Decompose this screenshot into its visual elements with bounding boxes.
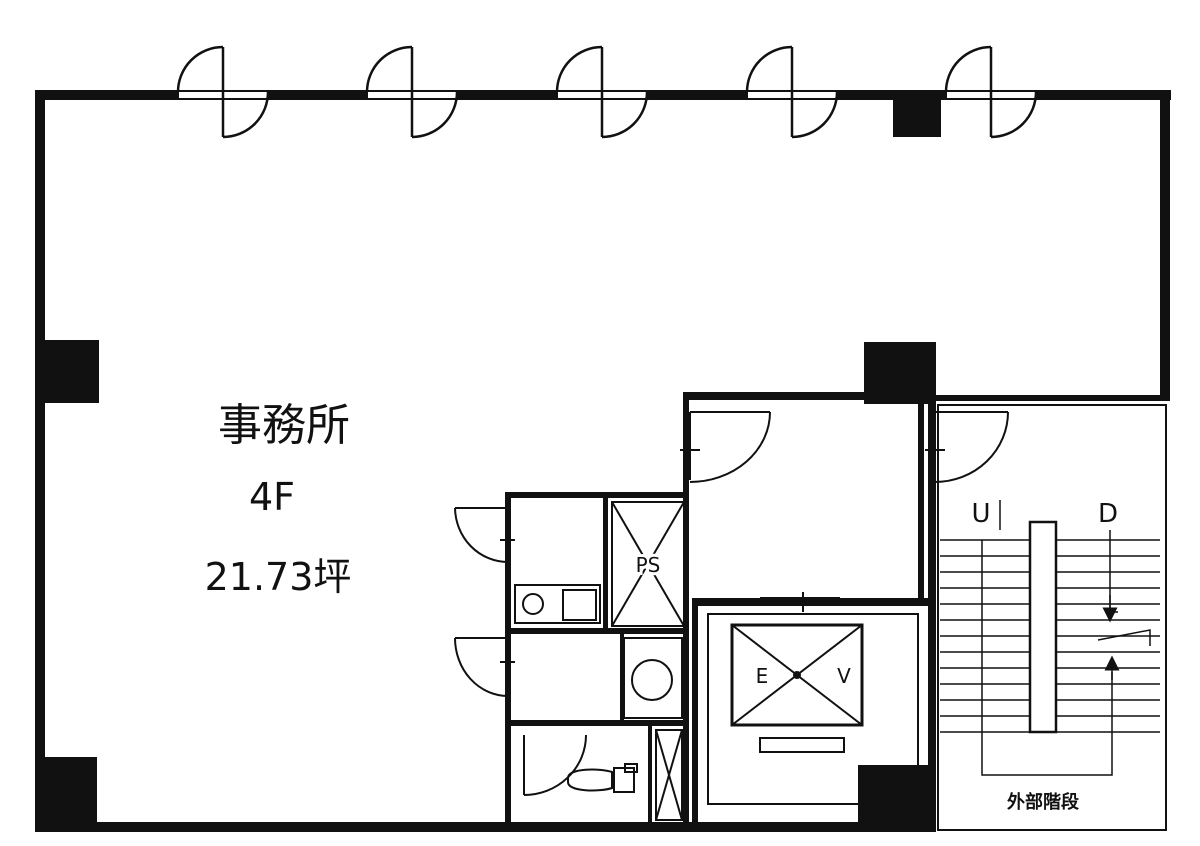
elevator-label-e: E bbox=[756, 664, 769, 688]
room-name: 事務所 bbox=[218, 400, 350, 451]
stove bbox=[514, 584, 601, 624]
column-bottom-left bbox=[37, 757, 97, 832]
stair-center-rail bbox=[1028, 520, 1058, 734]
burner-icon bbox=[522, 593, 544, 615]
door-stairs bbox=[925, 411, 1009, 483]
door-top-4 bbox=[745, 45, 839, 139]
toilet-fixture bbox=[567, 763, 638, 793]
door-room-a bbox=[680, 411, 771, 483]
kitchen-fixtures bbox=[514, 584, 683, 719]
area-label: 21.73坪 bbox=[205, 555, 352, 599]
stair-up-label: U bbox=[971, 499, 990, 529]
sink bbox=[562, 589, 597, 621]
external-stairs-label: 外部階段 bbox=[1007, 791, 1080, 813]
external-stairs bbox=[937, 404, 1167, 831]
elevator bbox=[707, 613, 919, 805]
floor-label: 4F bbox=[249, 475, 295, 519]
door-ev-hall bbox=[760, 592, 840, 612]
pipe-space-label: PS bbox=[636, 553, 661, 577]
inner-doors bbox=[454, 411, 1009, 796]
door-top-1 bbox=[176, 45, 270, 139]
column-top-right bbox=[893, 92, 941, 137]
columns bbox=[37, 92, 941, 832]
washbasin-counter bbox=[623, 637, 683, 719]
door-top-2 bbox=[365, 45, 459, 139]
door-top-3 bbox=[555, 45, 649, 139]
top-doors bbox=[176, 45, 1038, 139]
door-top-5 bbox=[944, 45, 1038, 139]
stair-down-label: D bbox=[1098, 499, 1118, 529]
elevator-label-v: V bbox=[837, 664, 851, 688]
door-washroom bbox=[454, 637, 515, 697]
column-left-mid bbox=[37, 340, 99, 403]
door-toilet bbox=[523, 734, 587, 796]
pipe-space bbox=[611, 501, 685, 627]
washbasin-icon bbox=[631, 659, 673, 701]
door-kitchen bbox=[454, 507, 515, 563]
toilet-duct bbox=[655, 729, 683, 821]
column-ev-corner bbox=[858, 765, 934, 832]
elevator-sill bbox=[759, 737, 845, 753]
